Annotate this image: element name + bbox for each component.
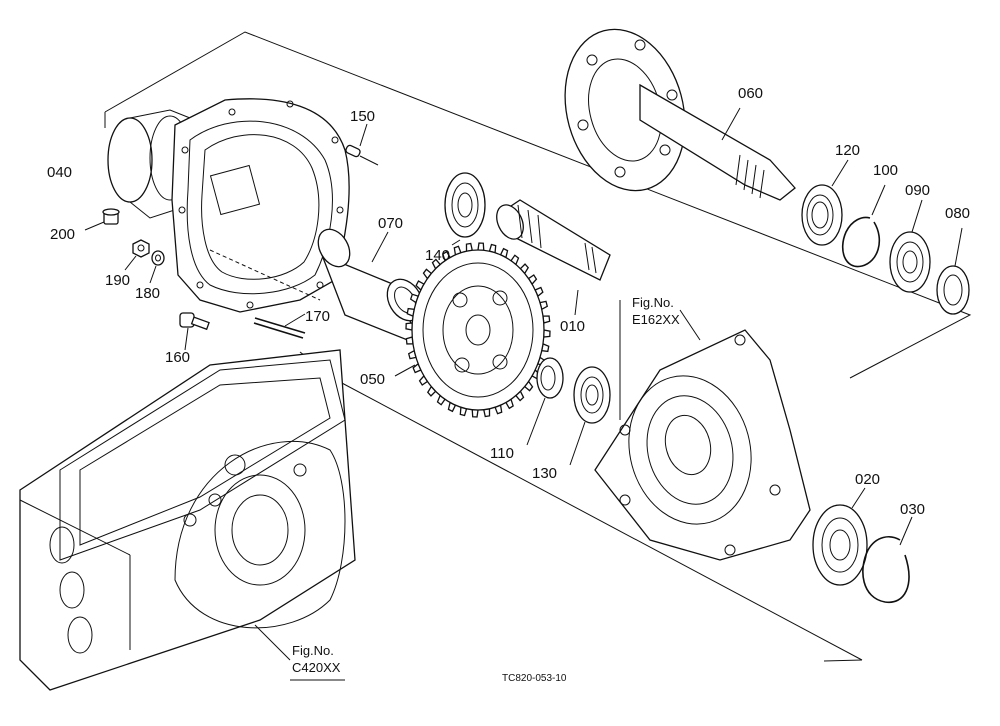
- label-160[interactable]: 160: [165, 349, 190, 366]
- gear-tooth: [477, 242, 485, 251]
- gear-tooth: [471, 409, 479, 418]
- label-120[interactable]: 120: [835, 142, 860, 159]
- part-190-nut[interactable]: [124, 239, 150, 271]
- label-100[interactable]: 100: [873, 162, 898, 179]
- gear-tooth: [543, 329, 551, 338]
- part-labels: 010 020 030 040 050 060 070 080 090 100 …: [47, 85, 970, 518]
- label-180[interactable]: 180: [135, 285, 160, 302]
- part-150-pin[interactable]: [345, 123, 379, 166]
- part-090-bearing[interactable]: [889, 199, 931, 293]
- part-010-shaft[interactable]: [492, 199, 611, 316]
- ref-e162-code[interactable]: E162XX: [632, 312, 680, 327]
- part-030-circlip[interactable]: [862, 516, 913, 603]
- label-090[interactable]: 090: [905, 182, 930, 199]
- transmission-case: [19, 349, 356, 691]
- part-080-washer[interactable]: [936, 227, 970, 315]
- rear-housing: [594, 300, 811, 561]
- ref-c420-code[interactable]: C420XX: [292, 660, 341, 675]
- drawing-code: TC820-053-10: [502, 673, 567, 684]
- label-150[interactable]: 150: [350, 108, 375, 125]
- label-170[interactable]: 170: [305, 308, 330, 325]
- label-140[interactable]: 140: [425, 247, 450, 264]
- label-050[interactable]: 050: [360, 371, 385, 388]
- part-050-gear[interactable]: [394, 242, 551, 418]
- label-010[interactable]: 010: [560, 318, 585, 335]
- label-110[interactable]: 110: [490, 445, 514, 462]
- label-070[interactable]: 070: [378, 215, 403, 232]
- part-020-bearing[interactable]: [812, 487, 868, 586]
- part-180-washer[interactable]: [149, 250, 165, 284]
- part-100-circlip[interactable]: [841, 184, 886, 268]
- part-170-stud[interactable]: [253, 313, 306, 339]
- label-040[interactable]: 040: [47, 164, 72, 181]
- part-070-sleeve[interactable]: [312, 224, 430, 347]
- part-130-bearing[interactable]: [569, 366, 611, 466]
- part-110-bearing[interactable]: [526, 357, 564, 446]
- label-030[interactable]: 030: [900, 501, 925, 518]
- label-130[interactable]: 130: [532, 465, 557, 482]
- label-200[interactable]: 200: [50, 226, 75, 243]
- part-120-seal[interactable]: [801, 159, 849, 246]
- label-060[interactable]: 060: [738, 85, 763, 102]
- part-160-bolt[interactable]: [179, 312, 210, 351]
- label-020[interactable]: 020: [855, 471, 880, 488]
- part-060-flange-shaft[interactable]: [548, 16, 796, 204]
- ref-c420-title[interactable]: Fig.No.: [292, 643, 334, 658]
- part-140-bearing[interactable]: [444, 172, 486, 246]
- gear-tooth: [405, 322, 413, 331]
- part-040-housing[interactable]: [107, 98, 350, 313]
- figure-references: Fig.No. E162XX Fig.No. C420XX: [292, 295, 680, 675]
- label-190[interactable]: 190: [105, 272, 130, 289]
- label-080[interactable]: 080: [945, 205, 970, 222]
- ref-e162-title[interactable]: Fig.No.: [632, 295, 674, 310]
- part-200-plug[interactable]: [84, 208, 120, 231]
